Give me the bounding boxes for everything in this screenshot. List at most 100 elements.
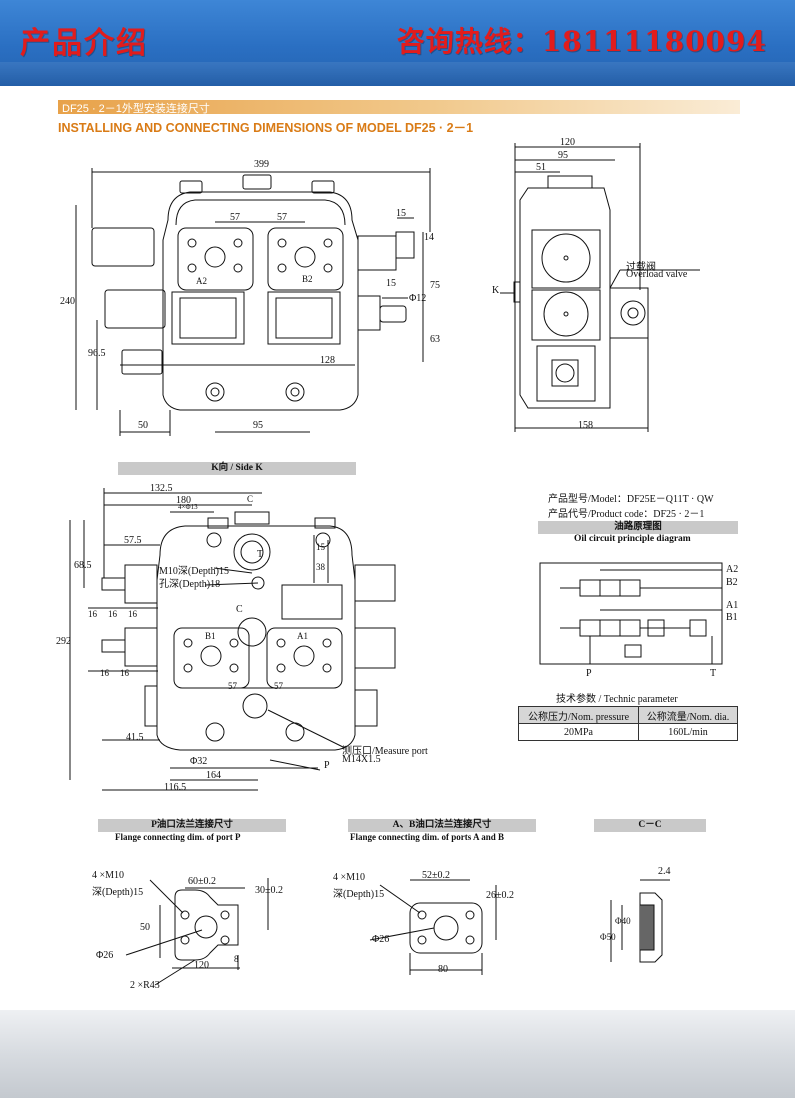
tech-value-flow: 160L/min: [638, 723, 738, 741]
port-b2-label: B2: [302, 274, 313, 284]
flange-ab-m10: 4 ×M10: [333, 872, 366, 883]
dim-63: 63: [430, 334, 440, 345]
page-footer: [0, 1010, 795, 1098]
flange-ab-depth: 深(Depth)15: [333, 889, 385, 900]
section-cc-drawing: [610, 879, 670, 963]
flange-p-label-en: Flange connecting dim. of port P: [115, 832, 241, 842]
flange-ab-drawing: [369, 879, 497, 975]
dim-15-mid: 15: [386, 278, 396, 289]
dim-phi32: Φ32: [190, 756, 208, 767]
flange-p-label-cn: P油口法兰连接尺寸: [98, 819, 286, 832]
flange-p-dim-120: 120: [194, 960, 209, 971]
dim-158: 158: [578, 420, 593, 431]
dim-292: 292: [56, 636, 71, 647]
dim-116-5: 116.5: [164, 782, 187, 793]
section-title: INSTALLING AND CONNECTING DIMENSIONS OF …: [58, 121, 474, 135]
measure-port-label: 测压口/Measure port: [342, 746, 428, 757]
circuit-b2: B2: [726, 577, 738, 588]
dim-51: 51: [536, 162, 546, 173]
dim-38: 38: [316, 562, 325, 572]
technical-drawings: [69, 143, 723, 986]
flange-ab-dim-52: 52±0.2: [422, 870, 450, 881]
port-a2-label: A2: [196, 276, 207, 286]
page-header: 产品介绍 咨询热线：18111180094: [0, 0, 795, 86]
product-model: 产品型号/Model：DF25E－Q11T · QW: [548, 494, 714, 505]
dim-16-b: 16: [108, 609, 117, 619]
flange-p-depth: 深(Depth)15: [92, 887, 144, 898]
flange-ab-dim-26: 26±0.2: [486, 890, 514, 901]
port-a1-label: A1: [297, 631, 308, 641]
dim-95-side: 95: [558, 150, 568, 161]
circuit-b1: B1: [726, 612, 738, 623]
holes-4x13: 4×Φ13: [178, 503, 198, 511]
tech-title: 技术参数 / Technic parameter: [556, 694, 678, 705]
flange-p-r43: 2 ×R43: [130, 980, 160, 991]
front-view-drawing: [75, 168, 431, 436]
dim-16-a: 16: [88, 609, 97, 619]
section-cc-phi50: Φ50: [600, 932, 616, 942]
flange-ab-dim-80: 80: [438, 964, 448, 975]
circuit-p: P: [586, 668, 592, 679]
port-p-label: P: [324, 760, 330, 771]
flange-p-m10: 4 ×M10: [92, 870, 125, 881]
side-view-drawing: [500, 143, 700, 432]
header-left-title: 产品介绍: [20, 26, 148, 61]
side-k-drawing: [69, 488, 396, 791]
section-bar: DF25 · 2－1外型安装连接尺寸: [58, 100, 740, 115]
tech-header-flow: 公称流量/Nom. dia.: [638, 706, 738, 724]
dim-15-top: 15: [396, 208, 406, 219]
dim-132-5: 132.5: [150, 483, 173, 494]
dim-14: 14: [424, 232, 434, 243]
dim-57-k-right: 57: [274, 681, 283, 691]
flange-ab-phi26: Φ26: [372, 934, 390, 945]
flange-p-phi26: Φ26: [96, 950, 114, 961]
header-band: [0, 62, 795, 86]
dim-120: 120: [560, 137, 575, 148]
dim-164: 164: [206, 770, 221, 781]
dim-phi12: Φ12: [409, 293, 427, 304]
tech-parameter-table: 公称压力/Nom. pressure 公称流量/Nom. dia. 20MPa …: [517, 706, 738, 741]
dim-96-5: 96.5: [88, 348, 106, 359]
flange-p-dim-30: 30±0.2: [255, 885, 283, 896]
dim-57-left: 57: [230, 212, 240, 223]
flange-ab-label-cn: A、B油口法兰连接尺寸: [348, 819, 536, 832]
section-bar-label: DF25 · 2－1外型安装连接尺寸: [62, 103, 210, 115]
circuit-a2: A2: [726, 564, 739, 575]
dim-41-5: 41.5: [126, 732, 144, 743]
table-row: 公称压力/Nom. pressure 公称流量/Nom. dia.: [517, 706, 738, 724]
dim-57-5: 57.5: [124, 535, 142, 546]
section-c-mid: C: [236, 604, 243, 615]
circuit-a1: A1: [726, 600, 739, 611]
oil-circuit-diagram: [539, 562, 723, 665]
tech-value-pressure: 20MPa: [517, 723, 640, 741]
circuit-label-en: Oil circuit principle diagram: [574, 534, 691, 544]
flange-ab-label-en: Flange connecting dim. of ports A and B: [350, 832, 505, 842]
dim-16-c: 16: [128, 609, 137, 619]
dim-16-e: 16: [120, 668, 129, 678]
flange-p-dim-8: 8: [234, 954, 239, 964]
dim-128: 128: [320, 355, 335, 366]
circuit-t: T: [710, 668, 717, 679]
tech-header-pressure: 公称压力/Nom. pressure: [517, 706, 640, 724]
m10-depth-label: M10深(Depth)15: [159, 566, 229, 577]
dim-50: 50: [138, 420, 148, 431]
section-c-top: C: [247, 494, 254, 504]
table-row: 20MPa 160L/min: [517, 723, 738, 741]
dim-15-k: 15: [316, 542, 325, 552]
dim-95: 95: [253, 420, 263, 431]
overload-valve-en: Overload valve: [626, 269, 688, 280]
section-cc-phi40: Φ40: [615, 916, 631, 926]
port-b1-label: B1: [205, 631, 216, 641]
side-k-label: K向 / Side K: [118, 462, 356, 475]
m14-label: M14X1.5: [342, 754, 381, 765]
section-cc-dim-2-4: 2.4: [658, 866, 671, 877]
dim-57-k-left: 57: [228, 681, 237, 691]
overload-valve-cn: 过载阀: [626, 262, 656, 273]
view-k-marker: K: [492, 285, 500, 296]
dim-180: 180: [176, 495, 191, 506]
flange-p-drawing: [125, 878, 269, 986]
section-cc-label: C－C: [594, 819, 706, 832]
header-hotline: 咨询热线：18111180094: [396, 25, 767, 58]
dim-68-5: 68.5: [74, 560, 92, 571]
dim-width-399: 399: [254, 159, 269, 170]
